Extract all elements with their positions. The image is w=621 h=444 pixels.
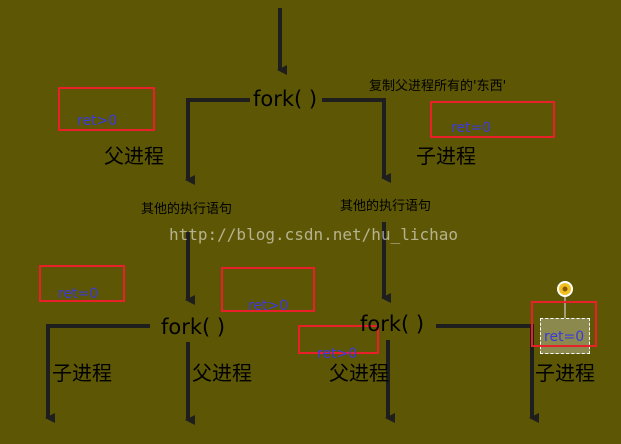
parent-branch-line: [185, 98, 250, 185]
other-stmts-left: 其他的执行语句: [141, 202, 233, 217]
ret-box-4: [221, 267, 315, 312]
ret-text-3: ret=0: [58, 286, 99, 302]
child-label-ll: 子进程: [52, 361, 112, 385]
ret-box-1: [58, 87, 155, 131]
ret-box-3: [39, 265, 125, 302]
parent-label-rl: 父进程: [329, 361, 389, 385]
child-branch-line: [322, 98, 391, 183]
watermark: http://blog.csdn.net/hu_lichao: [169, 225, 458, 244]
fork-right: fork( ): [360, 312, 425, 336]
ret-text-1: ret>0: [77, 113, 118, 129]
left-fork-child-line: [45, 324, 150, 423]
ret-box-5: [298, 325, 379, 354]
child-label-1: 子进程: [416, 144, 476, 168]
ret-text-6: ret=0: [544, 329, 585, 345]
rotate-handle-icon: [557, 281, 573, 318]
parent-label-lr: 父进程: [192, 361, 252, 385]
selection-handle[interactable]: [540, 318, 590, 354]
ret-text-5: ret>0: [317, 346, 358, 362]
ret-text-4: ret>0: [248, 298, 289, 314]
child-label-rr: 子进程: [535, 361, 595, 385]
copy-note: 复制父进程所有的'东西': [369, 79, 507, 94]
fork-top: fork( ): [253, 87, 318, 111]
other-stmts-right: 其他的执行语句: [340, 199, 432, 214]
ret-box-6: [531, 301, 597, 347]
ret-text-2: ret=0: [451, 120, 492, 136]
ret-box-2: [430, 101, 555, 138]
right-fork-child-line: [436, 324, 539, 423]
fork-left: fork( ): [161, 315, 226, 339]
parent-label-1: 父进程: [104, 144, 164, 168]
